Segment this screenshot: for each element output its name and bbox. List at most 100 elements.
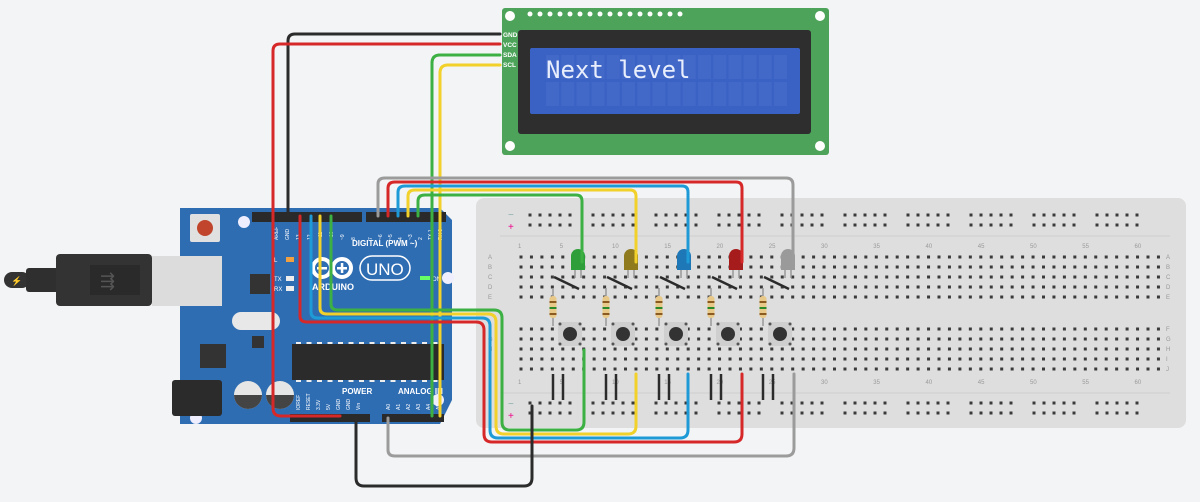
push-button[interactable] [664,322,688,346]
column-label: 35 [873,380,880,386]
lcd-pin-scl: SCL [503,62,516,69]
atmega-chip [292,344,444,380]
column-label: 10 [612,244,619,250]
rail-minus-bottom: − [508,399,514,410]
reset-button[interactable] [197,220,213,236]
svg-text:A3: A3 [416,404,422,410]
jumper-wire[interactable] [763,275,790,291]
jumper-wire[interactable] [659,275,686,291]
breadboard-components[interactable] [549,249,796,400]
column-label: 60 [1135,380,1142,386]
row-label: D [1166,285,1171,291]
analog-header[interactable] [382,414,444,422]
column-label: 40 [926,244,933,250]
row-label: C [488,275,493,281]
wire-led-yellow[interactable] [406,188,638,264]
column-label: 35 [873,244,880,250]
led-rx-label: RX [274,287,282,293]
push-button[interactable] [558,322,582,346]
svg-text:4: 4 [398,237,404,240]
wire-button-blue[interactable] [309,214,690,440]
wire-a0-gray[interactable] [386,372,796,458]
wire-lcd-sda[interactable] [430,53,502,418]
svg-text:A4: A4 [426,404,432,410]
jumper-wire[interactable] [711,275,738,291]
wires[interactable] [271,32,796,488]
column-label: 40 [926,380,933,386]
wire-led-blue[interactable] [396,184,690,264]
row-label: D [488,285,493,291]
column-label: 5 [560,244,564,250]
wire-lcd-gnd[interactable] [286,32,502,218]
row-label: A [488,255,492,261]
row-label: E [488,295,492,301]
breadboard[interactable]: 1155101015152020252530303535404045455050… [476,198,1186,428]
row-label: G [1166,337,1171,343]
jumper-wire[interactable] [606,275,633,291]
row-label: I [1166,357,1168,363]
push-button[interactable] [768,322,792,346]
jumper-wire[interactable] [553,275,580,291]
column-label: 50 [1030,380,1037,386]
led-red[interactable] [729,249,743,278]
svg-text:~5: ~5 [388,234,394,240]
push-button[interactable] [716,322,740,346]
svg-text:IOREF: IOREF [296,395,302,410]
lcd-module[interactable]: Next level GND VCC SDA SCL [502,8,829,155]
svg-text:~3: ~3 [408,234,414,240]
push-button[interactable] [611,322,635,346]
digital-label: DIGITAL (PWM ~) [352,239,418,248]
resistor[interactable] [602,288,610,326]
led-tx-label: TX [274,277,282,283]
arduino-brand: ARDUINO [312,282,354,292]
row-label: J [1166,367,1169,373]
wire-led-red[interactable] [386,180,744,264]
wire-led-white[interactable] [376,176,795,264]
power-header[interactable] [290,414,370,422]
svg-text:A0: A0 [386,404,392,410]
column-label: 55 [1082,380,1089,386]
svg-text:GND: GND [346,399,352,411]
svg-text:3.3V: 3.3V [316,399,322,410]
wire-lcd-vcc[interactable] [271,42,502,418]
row-label: B [488,265,492,271]
wire-lcd-scl[interactable] [438,63,502,418]
wire-led-green[interactable] [416,193,584,264]
wire-button-yellow[interactable] [318,214,638,436]
svg-text:8: 8 [351,237,357,240]
led-rx [286,286,294,291]
row-label: E [1166,295,1170,301]
column-label: 30 [821,244,828,250]
column-label: 60 [1135,244,1142,250]
wire-gnd-rail[interactable] [354,404,534,488]
wire-button-red[interactable] [298,214,744,444]
lcd-line-1: Next level [546,56,691,84]
svg-text:AREF: AREF [274,227,280,240]
svg-text:~9: ~9 [340,234,346,240]
row-label: H [1166,347,1170,353]
led-on [420,276,430,280]
rail-plus-top: + [508,222,514,233]
digital-header-right[interactable] [366,212,446,222]
lcd-pin-vcc: VCC [503,42,517,49]
lcd-pin-sda: SDA [503,52,517,59]
svg-text:A1: A1 [396,404,402,410]
digital-header-left[interactable] [252,212,362,222]
column-label: 45 [978,380,985,386]
svg-text:Vin: Vin [356,403,362,410]
rail-minus-top: − [508,210,514,221]
arduino-uno[interactable]: ARDUINO UNO DIGITAL (PWM ~) POWER ANALOG… [152,208,454,424]
led-l [286,257,294,262]
svg-text:GND: GND [336,399,342,411]
resistor[interactable] [759,288,767,326]
crystal [232,312,280,330]
breadboard-holes [519,213,1160,415]
resistor[interactable] [655,288,663,326]
column-label: 1 [518,244,522,250]
wire-button-green[interactable] [329,214,586,432]
resistor[interactable] [707,288,715,326]
column-label: 50 [1030,244,1037,250]
resistor[interactable] [549,288,557,326]
led-on-label: ON [432,277,441,283]
